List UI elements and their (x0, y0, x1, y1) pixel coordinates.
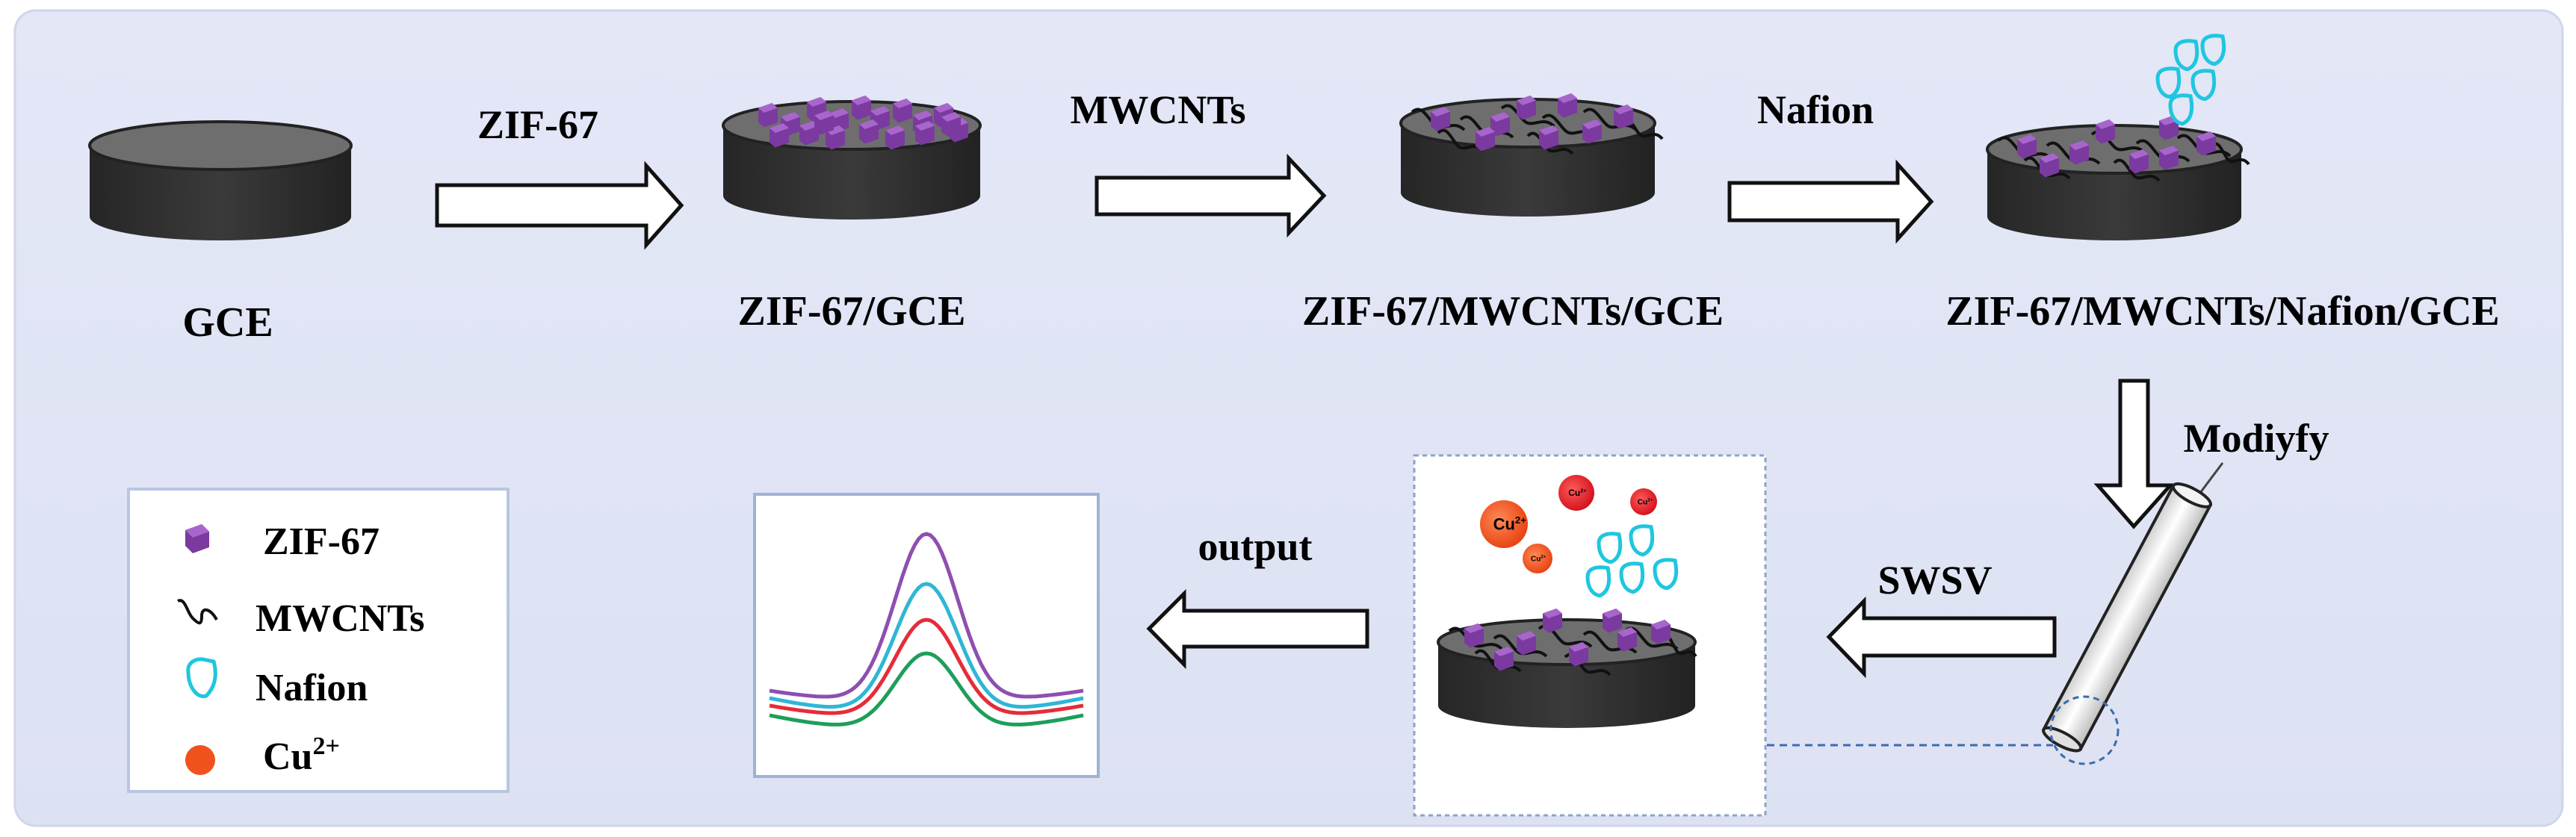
legend-cu-label: Cu2+ (263, 732, 340, 778)
zif-gce-electrode (722, 96, 982, 220)
legend-cu-icon (185, 745, 215, 775)
zif-cube (829, 108, 849, 133)
zif-cube (814, 111, 834, 135)
cu-ion-label: Cu2+ (1638, 499, 1653, 507)
voltammogram-curve (769, 532, 1084, 699)
legend-zif-label: ZIF-67 (263, 520, 380, 563)
cu-ion: Cu2+ (1523, 544, 1552, 573)
zif-cube (1651, 620, 1671, 644)
mwcnt-tube (2210, 142, 2250, 166)
zif-cube (2129, 149, 2149, 174)
voltammogram-curve (769, 617, 1084, 715)
zif-cube (885, 125, 905, 150)
zif-cube (2196, 131, 2216, 156)
zif-cube (1431, 107, 1450, 131)
nafion-drop (1629, 524, 1655, 557)
arrow-output (1146, 588, 1369, 670)
nafion-drop (2168, 93, 2194, 126)
label-gce: GCE (182, 299, 273, 346)
arrow-step3 (1727, 159, 1934, 244)
mwcnt-tube (1526, 131, 1574, 155)
zif-cube (758, 103, 778, 128)
cu-ion: Cu2+ (1630, 488, 1657, 515)
cu-ion: Cu2+ (1480, 500, 1528, 548)
zif-cube (852, 96, 871, 120)
zif-mwcnt-nafion-gce-electrode (1986, 34, 2250, 240)
mwcnt-tube (1500, 104, 1555, 128)
legend-nafion-icon (186, 657, 217, 699)
zif-cube (770, 123, 789, 148)
zif-cube (799, 121, 819, 146)
zif-cube (1494, 647, 1514, 671)
zif-cube (2159, 146, 2179, 170)
electrode-rod (2041, 482, 2213, 765)
nafion-drop (1597, 532, 1623, 564)
zif-cube (2096, 119, 2115, 144)
zif-cube (1539, 125, 1558, 150)
zif-cube (1490, 112, 1510, 137)
zif-cube (2017, 134, 2037, 159)
nafion-drop (1619, 561, 1645, 594)
zif-cube (2040, 153, 2059, 178)
legend-zif-icon (185, 524, 209, 553)
voltammogram-box (753, 493, 1100, 778)
legend-mwcnt-label: MWCNTs (256, 597, 424, 640)
nafion-drop (2155, 66, 2182, 99)
arrow-swsv (1826, 596, 2057, 679)
zif-cube (1517, 96, 1536, 120)
zif-mwcnt-gce-electrode (1399, 93, 1664, 217)
arrow-modify-down (2093, 379, 2175, 529)
reaction-box: Cu2+ Cu2+ Cu2+ Cu2+ (1413, 454, 1767, 817)
zif-cube (2069, 140, 2089, 165)
zif-cube (859, 119, 879, 144)
zif-cube (1617, 627, 1637, 652)
zif-cube (1476, 127, 1495, 152)
legend: ZIF-67 MWCNTs Nafion Cu2+ (127, 488, 510, 793)
zif-cube (1517, 631, 1536, 656)
zif-cube (893, 99, 912, 123)
nafion-drop (2200, 34, 2226, 66)
zif-cube (1464, 623, 1484, 648)
zif-cube (826, 125, 845, 150)
zif-cube (1543, 609, 1562, 633)
nafion-drop (2173, 39, 2199, 72)
label-step3-nafion: Nafion (1757, 87, 1874, 132)
nafion-drop (1585, 565, 1611, 598)
label-step1-zif: ZIF-67 (477, 102, 598, 147)
zif-cube (1603, 609, 1622, 633)
voltammogram-curve (769, 651, 1084, 726)
zif-cube (941, 112, 961, 137)
zif-cube (1558, 93, 1577, 118)
mwcnt-tube (1493, 634, 1548, 658)
zif-cube (915, 121, 935, 146)
nafion-drop (1653, 558, 1679, 591)
label-modify: Modiyfy (2184, 416, 2329, 461)
label-zif-mwcnt-nafion-gce: ZIF-67/MWCNTs/Nafion/GCE (1945, 288, 2500, 335)
cu-ion-label: Cu2+ (1531, 556, 1546, 564)
cu-ion: Cu2+ (1558, 475, 1594, 511)
label-zif-mwcnt-gce: ZIF-67/MWCNTs/GCE (1302, 288, 1724, 335)
label-step2-mwcnts: MWCNTs (1070, 87, 1245, 132)
arrow-step2 (1095, 153, 1327, 238)
arrow-step1 (435, 161, 684, 250)
nafion-drop (2190, 69, 2217, 102)
mwcnt-tube (1437, 128, 1484, 152)
cu-ion-label: Cu2+ (1568, 487, 1586, 498)
zif-cube (1582, 119, 1602, 144)
legend-mwcnt-icon (177, 599, 218, 625)
gce-electrode (88, 120, 353, 240)
label-swsv: SWSV (1877, 558, 1992, 603)
label-zif-gce: ZIF-67/GCE (738, 288, 966, 335)
cu-ion-label: Cu2+ (1493, 514, 1527, 534)
zif-cube (1614, 105, 1633, 129)
legend-nafion-label: Nafion (256, 667, 368, 709)
mwcnt-tube (2113, 158, 2161, 182)
zif-cube (1569, 642, 1588, 667)
voltammogram-curve (769, 582, 1084, 709)
label-output: output (1198, 524, 1312, 569)
